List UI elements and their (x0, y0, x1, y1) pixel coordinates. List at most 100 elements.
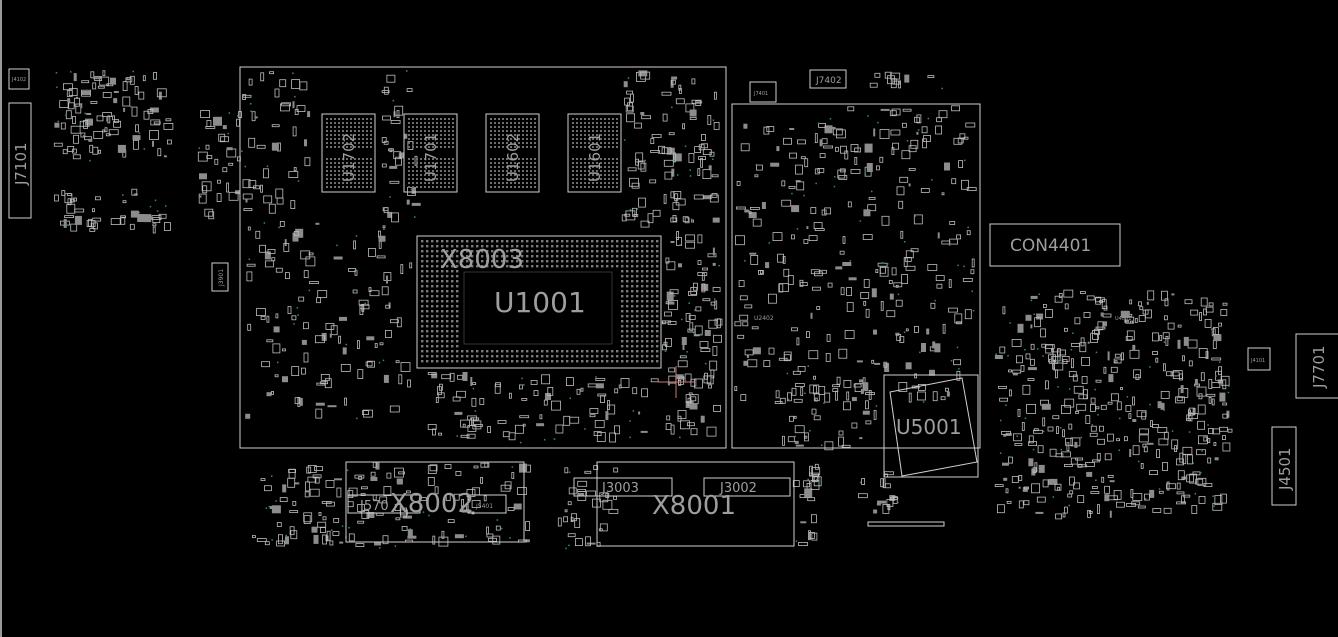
pad (1113, 358, 1122, 364)
pad (682, 123, 685, 130)
pad (1071, 342, 1080, 347)
via (1118, 449, 1120, 451)
pad (274, 88, 280, 98)
pad (966, 230, 971, 236)
label-j570[interactable]: J570 (359, 499, 389, 514)
pad (508, 432, 516, 441)
pad (1205, 351, 1209, 360)
label-j4102[interactable]: J4102 (11, 77, 26, 83)
pad (120, 215, 126, 219)
via (156, 210, 159, 212)
via (56, 86, 58, 88)
label-u2402[interactable]: U2402 (754, 315, 774, 322)
label-u5001[interactable]: U5001 (896, 415, 962, 439)
label-x8002[interactable]: X8002 (390, 489, 474, 519)
label-u1001[interactable]: U1001 (494, 286, 586, 319)
memory-chip-u1702[interactable] (321, 113, 376, 193)
pad (627, 167, 637, 172)
pad (794, 425, 805, 434)
pad (362, 410, 369, 416)
via (1145, 428, 1147, 431)
pad (336, 487, 342, 498)
pad (251, 111, 256, 122)
pad (851, 397, 857, 402)
label-con4401[interactable]: CON4401 (1010, 236, 1091, 256)
pad (515, 424, 524, 434)
memory-chip-u1701[interactable] (403, 113, 458, 193)
via (500, 487, 503, 490)
pad (271, 257, 276, 262)
label-j5401[interactable]: J5401 (475, 503, 493, 510)
label-j3002[interactable]: J3002 (719, 481, 757, 496)
label-j7401[interactable]: J7401 (753, 91, 768, 97)
label-j4101[interactable]: J4101 (1250, 358, 1265, 364)
label-u1701[interactable]: U1701 (422, 133, 440, 182)
pad (472, 382, 477, 386)
pad (1182, 446, 1193, 455)
pad (839, 250, 845, 255)
via (285, 534, 287, 537)
pad (1028, 441, 1037, 447)
x8001-section-outline (596, 461, 795, 547)
via (277, 361, 279, 364)
pad (303, 515, 311, 524)
pad (651, 133, 662, 138)
pad (734, 321, 742, 327)
label-u1702[interactable]: U1702 (340, 133, 358, 182)
pad (93, 130, 104, 139)
pad (557, 517, 562, 527)
memory-chip-u1601[interactable] (567, 113, 622, 193)
pad (1211, 398, 1215, 406)
pad (854, 383, 864, 393)
pad (288, 171, 299, 179)
via (496, 519, 499, 521)
label-x8001[interactable]: X8001 (652, 491, 736, 521)
via (629, 420, 631, 422)
label-u1601[interactable]: U1601 (586, 133, 604, 182)
pad (672, 153, 682, 162)
pad (886, 310, 896, 318)
label-j7402[interactable]: J7402 (815, 76, 842, 86)
pad (892, 80, 901, 85)
via (296, 307, 299, 309)
pad (824, 125, 833, 134)
pad (1048, 478, 1058, 485)
label-j7701[interactable]: J7701 (1310, 345, 1328, 389)
label-j7101[interactable]: J7101 (12, 142, 30, 186)
pad (519, 415, 530, 419)
memory-chip-u1602[interactable] (485, 113, 540, 193)
pad (676, 237, 682, 246)
pad (929, 369, 935, 376)
pad (63, 218, 67, 228)
pad (441, 374, 452, 380)
pad (1074, 441, 1078, 448)
label-j4501[interactable]: J4501 (1276, 447, 1294, 491)
pad (152, 217, 161, 224)
pad (267, 248, 276, 254)
label-x8003[interactable]: X8003 (440, 245, 524, 275)
via (796, 228, 799, 230)
pad (877, 500, 886, 504)
label-u4801[interactable]: U4801 (1115, 316, 1131, 322)
via (927, 117, 930, 120)
label-j3901[interactable]: J3901 (218, 269, 225, 287)
pad (1056, 426, 1059, 435)
pad (1164, 298, 1169, 307)
pad (1208, 396, 1212, 404)
via (644, 159, 646, 162)
pad (1132, 344, 1136, 350)
pad (1022, 384, 1031, 395)
label-j3003[interactable]: J3003 (601, 481, 639, 496)
via (889, 471, 892, 473)
label-u1602[interactable]: U1602 (504, 133, 522, 182)
pad (474, 424, 483, 427)
pad (1186, 414, 1190, 420)
pad (479, 398, 485, 405)
pad (1094, 328, 1100, 335)
pad (965, 122, 976, 128)
pad (564, 509, 568, 513)
pad (404, 133, 408, 139)
pad (204, 208, 214, 217)
pad (467, 415, 477, 421)
